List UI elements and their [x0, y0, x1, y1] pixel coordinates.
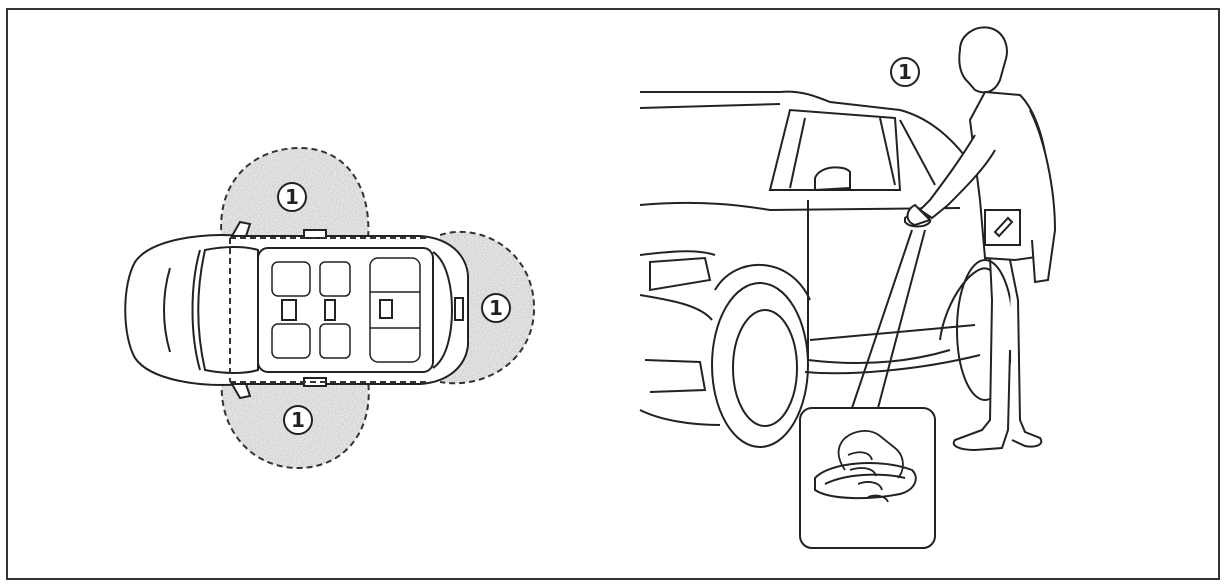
- door-handle-closeup: [814, 462, 917, 500]
- callout-person-zone: 1: [890, 57, 920, 87]
- callout-passenger-door: 1: [283, 405, 313, 435]
- door-boundary: [229, 237, 430, 383]
- hand-closeup: [837, 430, 904, 503]
- side-view-diagram: 1: [639, 26, 1057, 549]
- zone-rear-outline: [439, 230, 536, 385]
- svg-text:1: 1: [291, 408, 305, 432]
- inset-leader-lines: [851, 229, 926, 409]
- zone-passenger-door-outline: [220, 379, 370, 470]
- car-top-view: [124, 220, 469, 400]
- inset-handle-closeup: [799, 407, 936, 549]
- callout-rear: 1: [481, 293, 511, 323]
- svg-text:1: 1: [898, 60, 912, 84]
- callout-front-door: 1: [277, 182, 307, 212]
- svg-text:1: 1: [489, 296, 503, 320]
- zone-front-door-outline: [220, 146, 370, 241]
- person-figure: [906, 26, 1057, 452]
- top-view-diagram: 1 1 1: [124, 146, 536, 470]
- svg-text:1: 1: [285, 185, 299, 209]
- car-side-view: [639, 90, 1014, 448]
